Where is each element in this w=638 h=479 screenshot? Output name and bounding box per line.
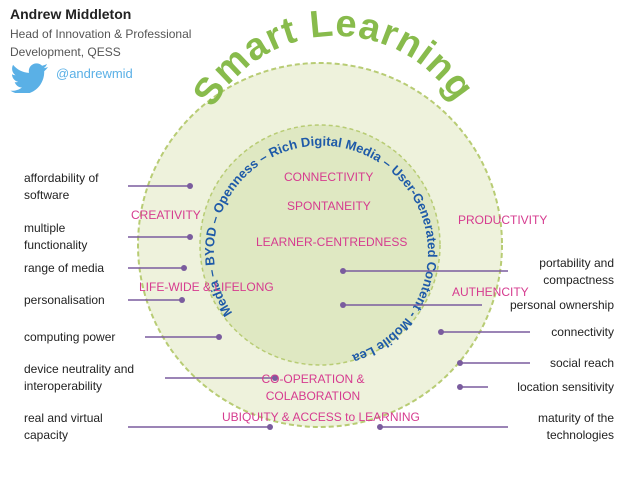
attr-maturity-line2: technologies	[546, 428, 614, 442]
author-name: Andrew Middleton	[10, 6, 132, 22]
concept-productivity: PRODUCTIVITY	[458, 213, 548, 227]
concept-lifewide-lifelong: LIFE-WIDE & LIFELONG	[139, 280, 274, 294]
dot-portability	[340, 268, 346, 274]
dot-connectivity	[438, 329, 444, 335]
dot-maturity	[377, 424, 383, 430]
concept-cooperation: CO-OPERATION & COLABORATION	[258, 371, 368, 405]
attr-affordability-line2: software	[24, 188, 70, 202]
attr-device-neutrality: device neutrality and interoperability	[24, 361, 134, 395]
dot-range-of-media	[181, 265, 187, 271]
dot-personal-ownership	[340, 302, 346, 308]
attr-range-of-media: range of media	[24, 261, 105, 275]
attr-portability: portability and compactness	[539, 255, 614, 289]
attr-multiple-functionality: multiple functionality	[24, 220, 87, 254]
connector-lines	[128, 185, 530, 428]
concept-authenticity: AUTHENCITY	[452, 285, 529, 299]
attr-affordability: affordability of software	[24, 170, 99, 204]
attr-realvirtual-line1: real and virtual	[24, 411, 103, 425]
concept-spontaneity: SPONTANEITY	[287, 199, 371, 213]
concept-cooperation-line2: COLABORATION	[265, 389, 361, 403]
twitter-bird-icon	[10, 63, 48, 93]
author-role-line2: Development, QESS	[10, 45, 121, 59]
dot-multiple	[187, 234, 193, 240]
attr-maturity: maturity of the technologies	[538, 410, 614, 444]
attr-personal-ownership: personal ownership	[509, 298, 614, 312]
attr-portability-line2: compactness	[543, 273, 614, 287]
dot-location	[457, 384, 463, 390]
attr-real-virtual-capacity: real and virtual capacity	[24, 410, 103, 444]
dot-device	[272, 375, 278, 381]
author-role-line1: Head of Innovation & Professional	[10, 27, 192, 41]
attr-portability-line1: portability and	[539, 256, 614, 270]
connector-dots	[179, 183, 463, 430]
attr-multiple-line2: functionality	[24, 238, 88, 252]
attr-maturity-line1: maturity of the	[537, 411, 614, 425]
attr-social-reach: social reach	[549, 356, 614, 370]
attr-affordability-line1: affordability of	[24, 171, 99, 185]
concept-creativity: CREATIVITY	[131, 208, 201, 222]
attr-multiple-line1: multiple	[24, 221, 66, 235]
dot-affordability	[187, 183, 193, 189]
concept-learner-centredness: LEARNER-CENTREDNESS	[256, 235, 408, 249]
concept-cooperation-line1: CO-OPERATION &	[261, 372, 365, 386]
attr-device-line1: device neutrality and	[24, 362, 135, 376]
attr-computing-power: computing power	[24, 330, 116, 344]
concept-connectivity: CONNECTIVITY	[284, 170, 374, 184]
attr-realvirtual-line2: capacity	[24, 428, 69, 442]
concept-ubiquity: UBIQUITY & ACCESS to LEARNING	[222, 410, 420, 424]
dot-social-reach	[457, 360, 463, 366]
dot-realvirtual	[267, 424, 273, 430]
dot-computing-power	[216, 334, 222, 340]
attr-personalisation: personalisation	[24, 293, 105, 307]
attr-device-line2: interoperability	[24, 379, 103, 393]
attr-location-sensitivity: location sensitivity	[517, 380, 614, 394]
attr-connectivity: connectivity	[551, 325, 614, 339]
twitter-handle[interactable]: @andrewmid	[56, 66, 133, 81]
dot-personalisation	[179, 297, 185, 303]
